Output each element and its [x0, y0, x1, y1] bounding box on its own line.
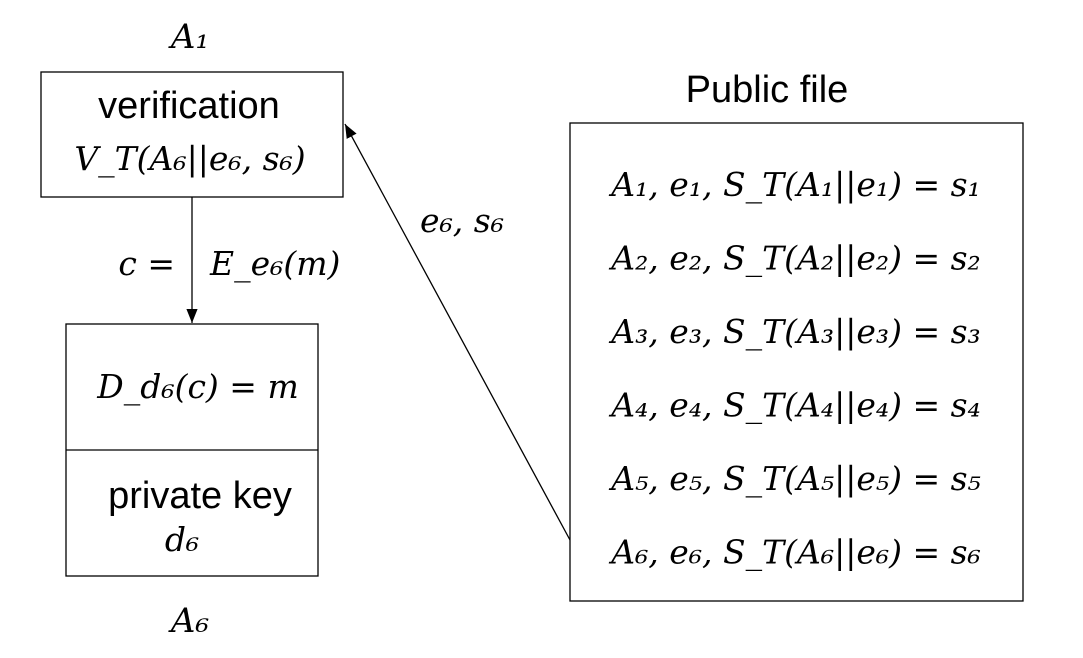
private-key-value: d₆ — [165, 520, 199, 559]
public-file-box — [569, 122, 1024, 602]
public-file-entry: A₅, e₅, S_T(A₅||e₅) = s₅ — [608, 459, 981, 499]
sender-label: A₁ — [168, 17, 209, 57]
message-arrow-right-text: E_e₆(m) — [209, 244, 340, 284]
public-file-entry: A₂, e₂, S_T(A₂||e₂) = s₂ — [608, 239, 981, 279]
verification-formula: V_T(A₆||e₆, s₆) — [74, 139, 305, 179]
fetch-arrow — [344, 123, 571, 541]
public-file-entry: A₄, e₄, S_T(A₄||e₄) = s₄ — [608, 386, 981, 426]
public-file-entry: A₁, e₁, S_T(A₁||e₁) = s₁ — [608, 165, 981, 205]
private-key-title: private key — [108, 475, 292, 517]
public-file-title: Public file — [686, 69, 849, 111]
receiver-label: A₆ — [168, 601, 209, 641]
decrypt-formula: D_d₆(c) = m — [96, 367, 298, 407]
verification-title: verification — [98, 85, 280, 127]
message-arrow-left-text: c = — [118, 244, 175, 283]
public-file-entry: A₃, e₃, S_T(A₃||e₃) = s₃ — [608, 312, 981, 352]
public-file-entry: A₆, e₆, S_T(A₆||e₆) = s₆ — [608, 533, 981, 573]
fetch-arrow-label: e₆, s₆ — [420, 201, 504, 240]
public-file-entries: A₁, e₁, S_T(A₁||e₁) = s₁ A₂, e₂, S_T(A₂||… — [608, 165, 981, 573]
